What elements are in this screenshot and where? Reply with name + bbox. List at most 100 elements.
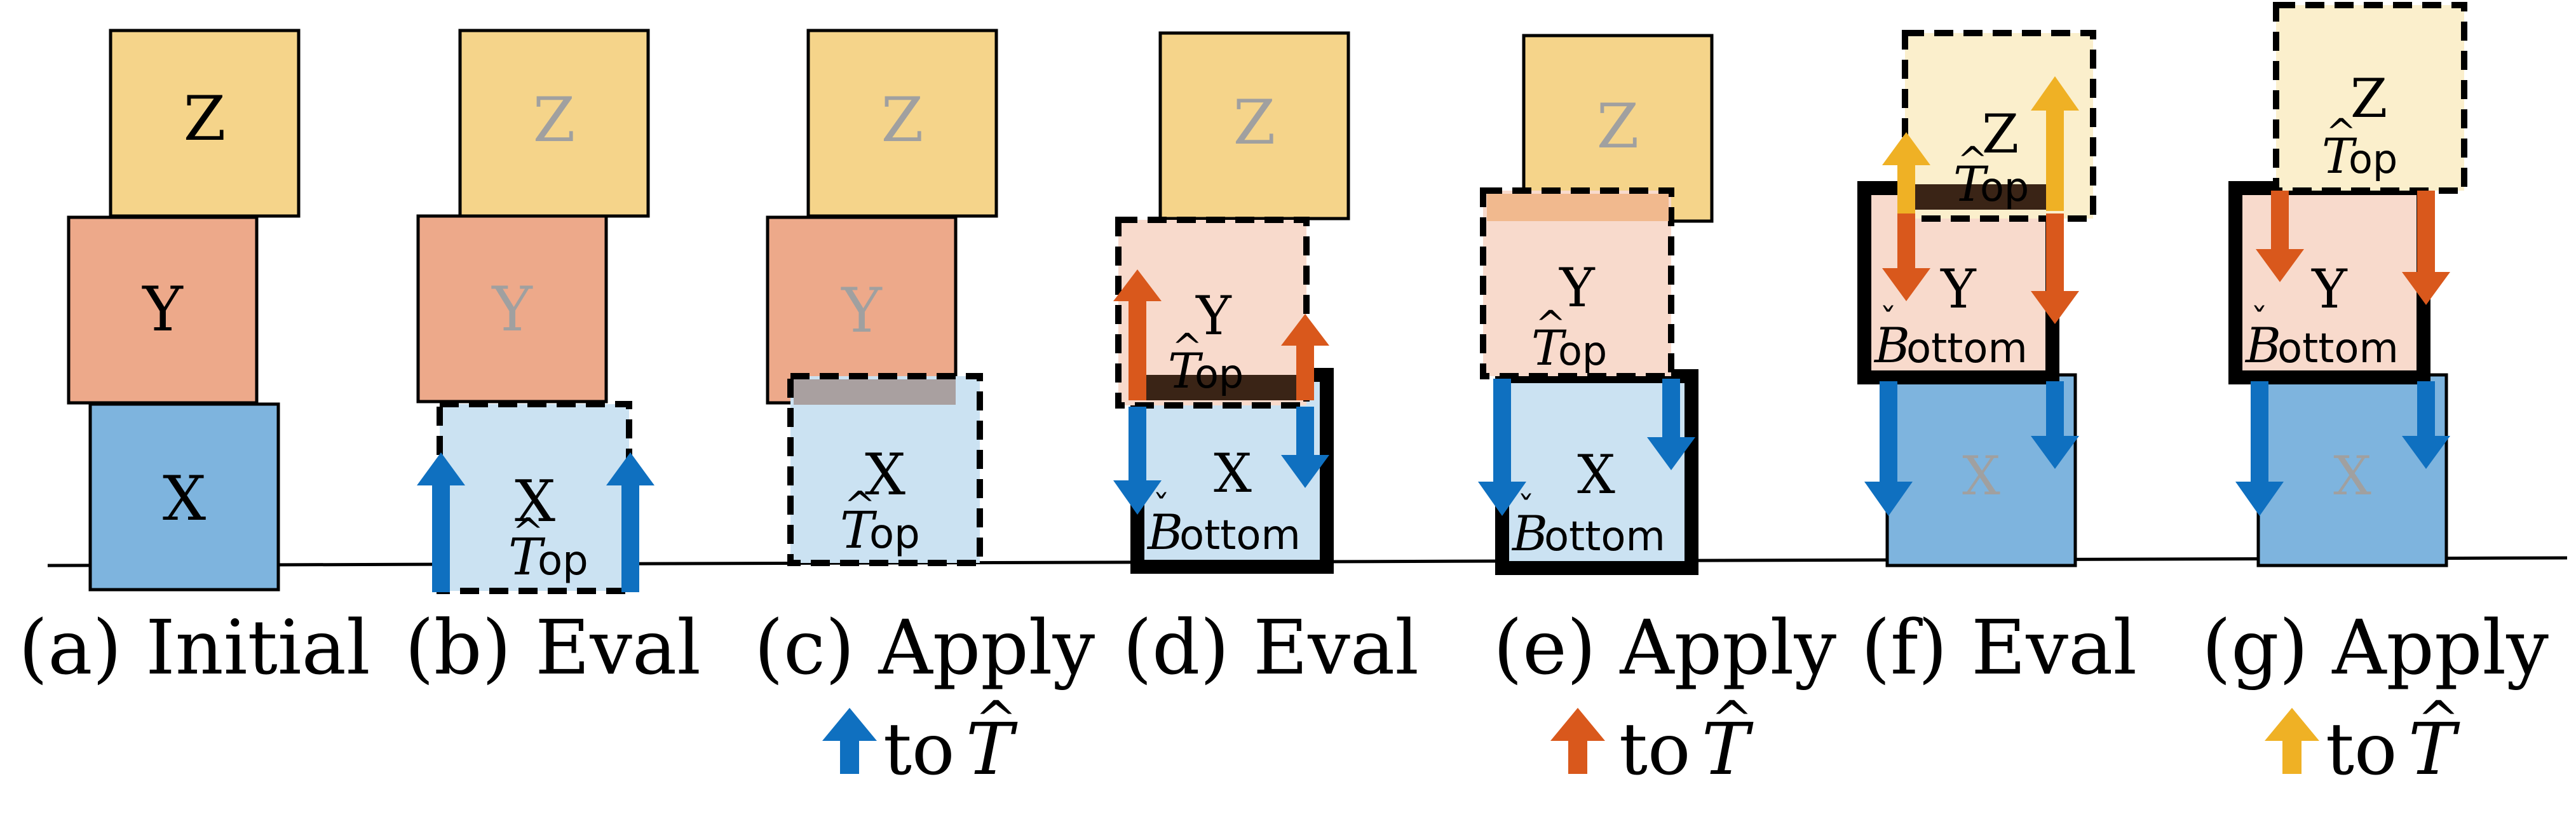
- caption-c: (c) Apply: [754, 604, 1095, 691]
- panel-a: Z Y X: [67, 29, 301, 592]
- t-hat-top-label: T ^ op: [2322, 111, 2397, 184]
- down-arrow-icon: [2031, 213, 2079, 324]
- block-y-label: Y: [1559, 257, 1596, 319]
- svg-text:B: B: [1146, 504, 1183, 560]
- block-z-label: Z: [533, 85, 576, 156]
- down-arrow-icon: [2402, 191, 2450, 305]
- svg-text:ottom: ottom: [1544, 513, 1665, 560]
- block-y: [766, 215, 958, 405]
- up-arrow-icon: [1550, 708, 1605, 774]
- block-x: [2256, 373, 2448, 567]
- svg-text:op: op: [869, 511, 920, 558]
- caption-g: (g) Apply: [2202, 604, 2549, 691]
- svg-text:T: T: [840, 501, 878, 560]
- down-arrow-icon: [1478, 379, 1526, 516]
- svg-text:to: to: [2326, 708, 2397, 791]
- svg-text:op: op: [538, 538, 588, 585]
- overlap-region: [1144, 375, 1303, 400]
- b-check-bottom-label: B ˇ ottom: [1146, 488, 1301, 560]
- caption-a: (a) Initial: [18, 604, 370, 691]
- svg-text:^: ^: [1172, 325, 1203, 369]
- block-x-label: X: [515, 468, 555, 535]
- overlap-region: [794, 379, 956, 405]
- up-arrow-icon: [1281, 314, 1329, 400]
- block-y-estimate: [1480, 187, 1674, 379]
- down-arrow-icon: [1113, 407, 1162, 515]
- svg-text:T: T: [1531, 320, 1567, 376]
- b-check-bottom-label: B ˇ ottom: [2244, 301, 2399, 374]
- panel-b: Z Y X T ^ op: [416, 29, 654, 594]
- block-z-label: Z: [881, 85, 924, 156]
- svg-text:to: to: [883, 708, 954, 791]
- panel-e: Z Y T ^ op X B ˇ ottom: [1478, 34, 1714, 575]
- block-y-label: Y: [141, 274, 184, 345]
- up-arrow-icon: [417, 452, 465, 592]
- t-hat-top-label: T ^ op: [840, 484, 920, 560]
- svg-text:op: op: [1980, 164, 2029, 210]
- up-arrow-icon: [2265, 708, 2319, 774]
- svg-text:ˇ: ˇ: [1517, 489, 1535, 529]
- caption-e: (e) Apply: [1493, 604, 1836, 691]
- svg-text:T: T: [1702, 708, 1754, 791]
- t-hat-top-label: T ^ op: [1953, 139, 2029, 212]
- panel-c: Z Y X T ^ op: [766, 29, 998, 566]
- svg-text:to: to: [1619, 708, 1690, 791]
- block-x-label: X: [163, 463, 206, 534]
- b-check-bottom-label: B ˇ ottom: [1511, 489, 1665, 562]
- down-arrow-icon: [1281, 407, 1329, 488]
- svg-text:T: T: [1953, 156, 1989, 212]
- up-arrow-icon: [1113, 269, 1162, 400]
- up-arrow-icon: [1882, 132, 1930, 213]
- svg-text:^: ^: [1957, 139, 1988, 182]
- svg-text:ˇ: ˇ: [1153, 488, 1170, 528]
- block-y: [67, 215, 259, 405]
- block-z-label: Z: [1597, 91, 1639, 162]
- block-z-label: Z: [1982, 103, 2019, 165]
- block-z: [1158, 31, 1350, 220]
- up-arrow-icon: [606, 452, 654, 592]
- svg-text:ottom: ottom: [1906, 325, 2028, 372]
- subcaption-e: to T ^: [1550, 690, 1754, 791]
- svg-text:^: ^: [2417, 690, 2460, 749]
- block-x: [88, 402, 280, 592]
- block-y-estimate: [1115, 217, 1310, 409]
- svg-text:T: T: [508, 527, 546, 586]
- block-x-label: X: [865, 442, 905, 508]
- t-hat-top-label: T ^ op: [1531, 302, 1607, 376]
- svg-text:^: ^: [975, 690, 1017, 749]
- block-x: [1885, 373, 2077, 567]
- svg-text:^: ^: [844, 484, 876, 528]
- block-y-label: Y: [491, 274, 533, 345]
- t-hat-top-label: T ^ op: [1168, 325, 1244, 399]
- block-z: [458, 29, 650, 218]
- subcaption-g: to T ^: [2265, 690, 2460, 791]
- svg-text:ottom: ottom: [2277, 325, 2399, 372]
- overlap-region: [1908, 184, 2052, 210]
- svg-text:ˇ: ˇ: [2251, 301, 2268, 341]
- t-hat-top-label: T ^ op: [508, 510, 588, 586]
- down-arrow-icon: [1647, 379, 1695, 470]
- svg-text:T: T: [966, 708, 1018, 791]
- svg-text:ˇ: ˇ: [1880, 301, 1897, 341]
- block-z: [806, 29, 998, 218]
- svg-text:B: B: [1873, 317, 1910, 374]
- svg-text:B: B: [2244, 317, 2281, 374]
- down-arrow-icon: [1882, 213, 1930, 301]
- down-arrow-icon: [2256, 191, 2304, 282]
- up-arrow-icon: [2031, 76, 2079, 211]
- panel-g: X Z T ^ op Y B ˇ ottom: [2228, 2, 2467, 567]
- block-x-label: X: [1214, 442, 1252, 505]
- overlap-region: [1487, 194, 1669, 221]
- svg-text:^: ^: [1535, 302, 1566, 346]
- caption-d: (d) Eval: [1123, 604, 1419, 691]
- svg-text:op: op: [1195, 351, 1244, 397]
- down-arrow-icon: [2235, 381, 2284, 516]
- block-y: [416, 214, 608, 403]
- down-arrow-icon: [2031, 381, 2079, 469]
- block-y-label: Y: [1195, 285, 1232, 347]
- svg-text:op: op: [2349, 136, 2397, 182]
- svg-text:T: T: [2322, 128, 2357, 184]
- block-y-label: Y: [840, 275, 883, 346]
- svg-text:op: op: [1558, 328, 1607, 374]
